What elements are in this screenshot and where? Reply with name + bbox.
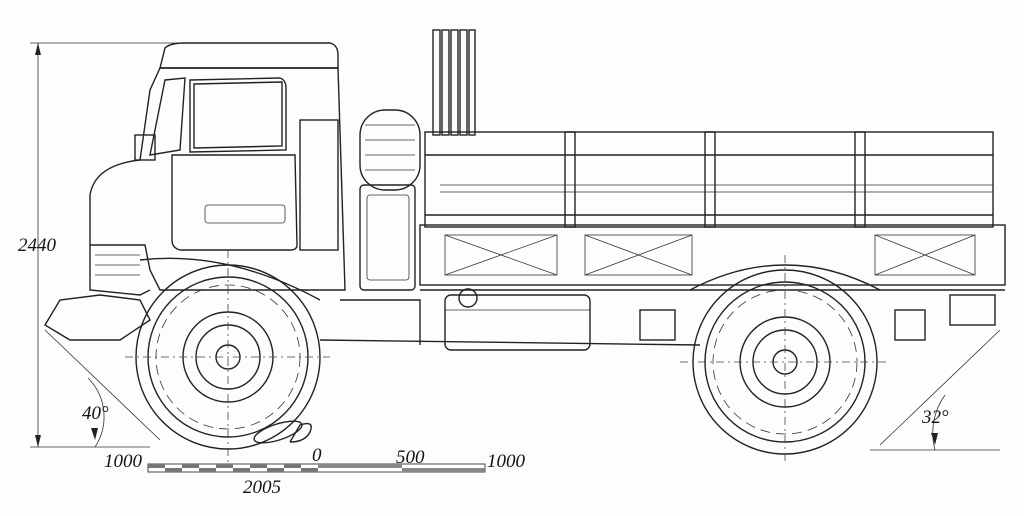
front-wheel xyxy=(125,250,330,465)
side-locker xyxy=(359,184,416,291)
wheelbase-label: 2005 xyxy=(243,477,281,498)
chassis xyxy=(319,288,996,351)
height-dimension-label: 2440 xyxy=(18,235,56,256)
scale-zero-label: 0 xyxy=(312,445,322,466)
approach-angle-line xyxy=(44,329,161,448)
rear-wheel xyxy=(680,255,890,465)
departure-angle-label: 32° xyxy=(922,407,949,428)
scale-right-label: 1000 xyxy=(487,451,525,472)
scale-mid-label: 500 xyxy=(396,447,425,468)
cab xyxy=(44,42,346,341)
scale-bar xyxy=(147,463,486,473)
approach-angle-label: 40° xyxy=(82,403,109,424)
departure-angle-line xyxy=(870,329,1001,451)
scale-left-label: 1000 xyxy=(104,451,142,472)
height-dimension-line xyxy=(30,42,180,448)
signature-mark xyxy=(253,420,312,444)
exhaust-pipes xyxy=(432,29,476,136)
cargo-bed xyxy=(419,131,1006,291)
spare-tire xyxy=(359,109,421,191)
